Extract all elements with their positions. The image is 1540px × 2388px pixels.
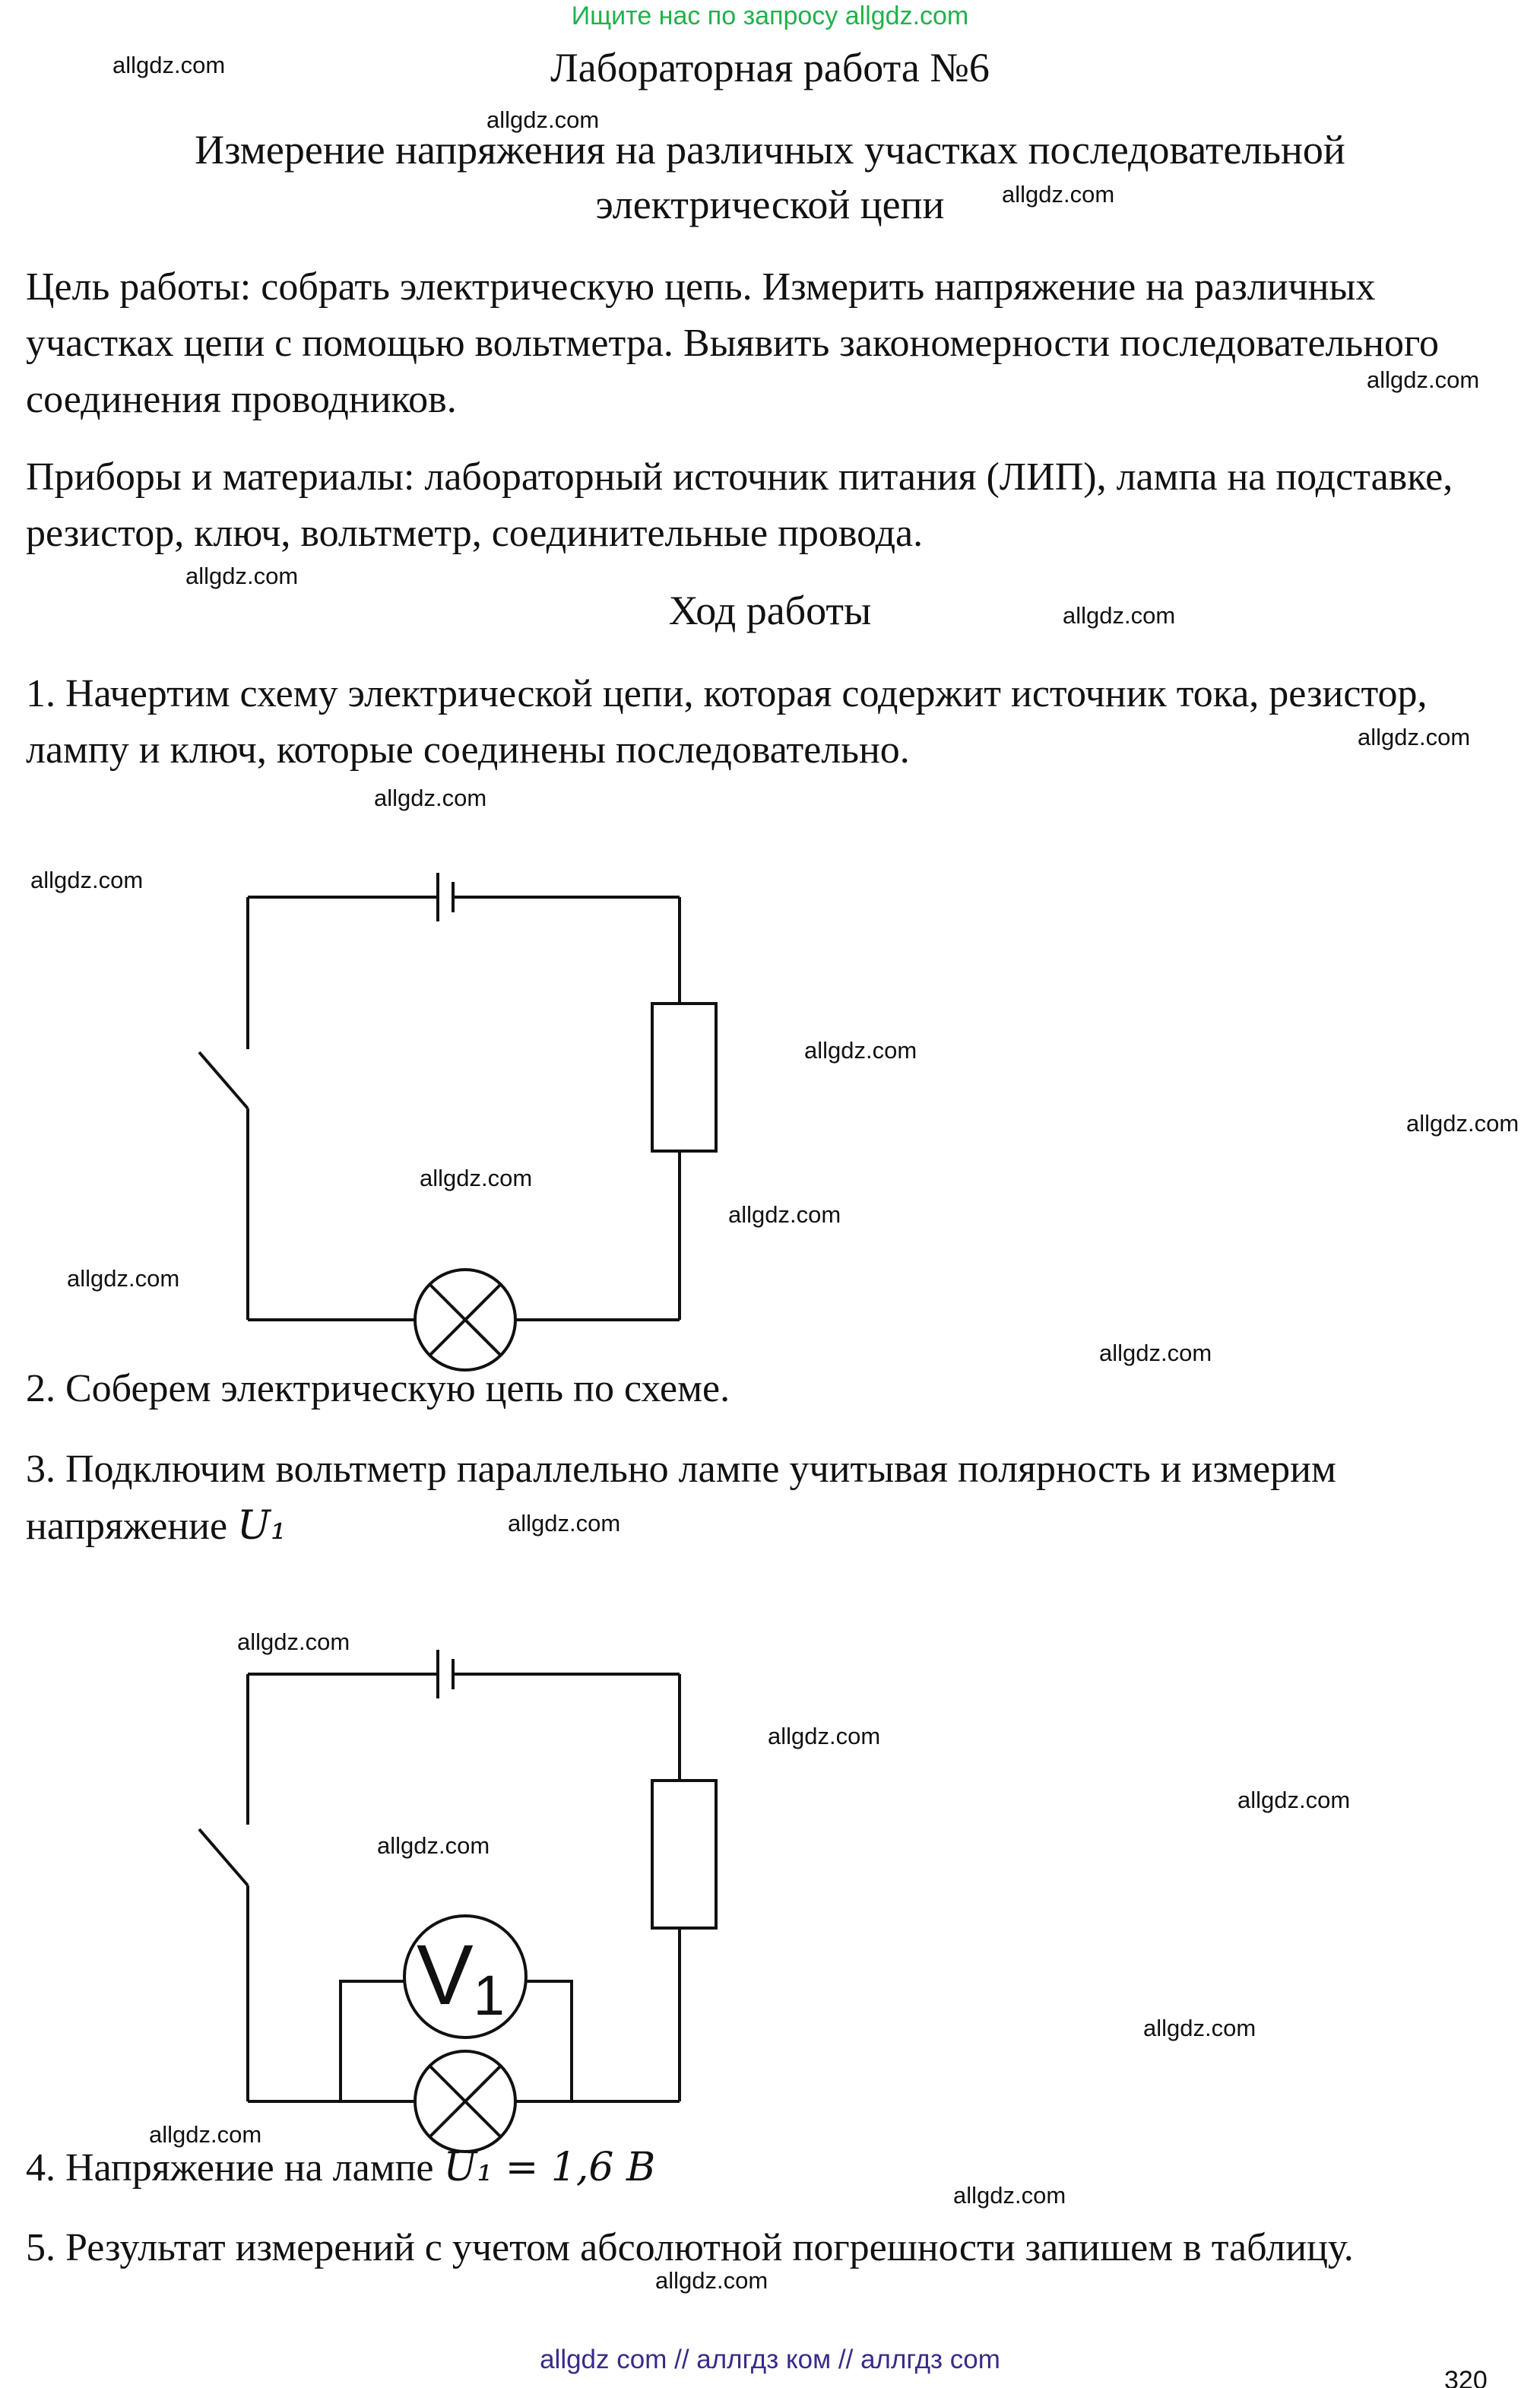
watermark: allgdz.com [374,785,487,811]
voltmeter-subscript: 1 [474,1964,505,2027]
watermark: allgdz.com [237,1628,350,1655]
watermark: allgdz.com [728,1201,841,1228]
watermark: allgdz.com [953,2182,1066,2209]
top-banner[interactable]: Ищите нас по запросу allgdz.com [571,2,969,30]
lamp [414,1268,517,1372]
step-4: 4. Напряжение на лампе U₁ = 1,6 В [26,2139,1523,2196]
step-5: 5. Результат измерений с учетом абсолютн… [26,2226,1354,2269]
voltmeter-letter: V [417,1927,474,2022]
watermark: allgdz.com [1099,1340,1212,1366]
watermark: allgdz.com [486,106,600,133]
footer-links[interactable]: allgdz com // аллгдз ком // аллгдз com [540,2345,1000,2374]
watermark: allgdz.com [804,1037,917,1064]
lamp-cross-b [428,2064,502,2139]
watermark: allgdz.com [1002,181,1115,208]
watermark: allgdz.com [1367,366,1480,393]
resistor [651,1002,718,1153]
watermark: allgdz.com [67,1265,180,1292]
watermark: allgdz.com [1406,1110,1519,1137]
watermark: allgdz.com [1143,2015,1256,2041]
watermark: allgdz.com [420,1165,533,1191]
step-3-math: U₁ [237,1503,287,1549]
watermark: allgdz.com [149,2121,262,2148]
resistor [651,1779,718,1930]
watermark: allgdz.com [768,1723,881,1749]
step-2: 2. Соберем электрическую цепь по схеме. [26,1367,730,1410]
watermark: allgdz.com [1063,602,1176,629]
step-3: 3. Подключим вольтметр параллельно лампе… [26,1441,1523,1555]
page-number: 320 [1444,2366,1488,2388]
switch-lever [198,1051,249,1110]
watermark: allgdz.com [1358,724,1471,750]
watermark: allgdz.com [508,1510,621,1537]
step-3-text: 3. Подключим вольтметр параллельно лампе… [26,1448,1336,1548]
watermark: allgdz.com [1237,1787,1351,1813]
watermark: allgdz.com [112,52,226,78]
watermark: allgdz.com [377,1832,490,1859]
circuit-diagram-1 [198,873,718,1372]
step-4-text: 4. Напряжение на лампе [26,2146,444,2190]
voltmeter-lead-right [526,1980,573,2101]
circuit-diagram-2: V1 [198,1650,718,2153]
lab-subtitle-line1: Измерение напряжения на различных участк… [195,127,1345,173]
goal-paragraph: Цель работы: собрать электрическую цепь.… [26,265,1440,421]
watermark: allgdz.com [655,2267,768,2294]
procedure-heading: Ход работы [668,588,872,633]
watermark: allgdz.com [30,867,144,893]
watermark: allgdz.com [185,563,299,589]
voltmeter-lead-left [339,1980,404,2101]
lamp [414,2050,517,2153]
step-4-math: U₁ = 1,6 В [443,2145,656,2190]
lab-subtitle-line2: электрической цепи [595,182,945,227]
step-1: 1. Начертим схему электрической цепи, ко… [26,672,1428,772]
voltmeter-label: V1 [417,1927,505,2027]
materials-paragraph: Приборы и материалы: лабораторный источн… [26,455,1453,555]
lamp-cross-b [428,1283,502,1357]
page-title: Лабораторная работа №6 [550,45,990,90]
voltmeter [403,1914,528,2039]
switch-lever [198,1828,249,1887]
